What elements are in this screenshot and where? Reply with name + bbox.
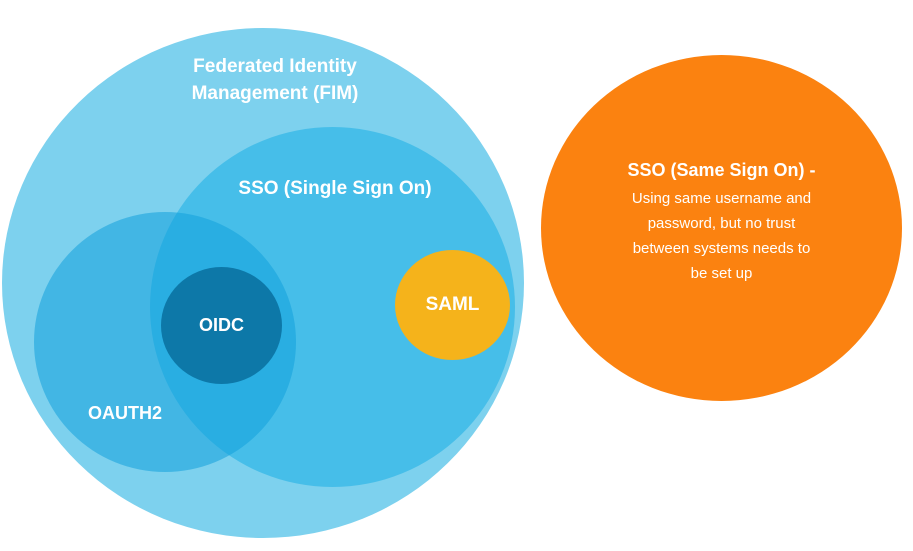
oauth2-label: OAUTH2 bbox=[87, 403, 162, 423]
description-line: be set up bbox=[690, 265, 753, 282]
fim-label: Federated Identity Management (FIM) bbox=[140, 53, 410, 107]
saml-circle bbox=[395, 250, 510, 360]
same-sign-on-title: SSO (Same Sign On) - bbox=[627, 160, 816, 180]
same-sign-on-description: Using same username and password, but no… bbox=[591, 186, 852, 286]
fim-label-line2: Management (FIM) bbox=[191, 83, 359, 104]
sso-label: SSO (Single Sign On) bbox=[238, 178, 432, 199]
oidc-circle bbox=[161, 267, 282, 384]
same-sign-on-circle bbox=[541, 55, 902, 401]
saml-label: SAML bbox=[425, 294, 480, 315]
description-line: Using same username and bbox=[631, 190, 812, 207]
fim-label-line1: Federated Identity bbox=[193, 56, 357, 77]
description-line: between systems needs to bbox=[632, 240, 811, 257]
oidc-label: OIDC bbox=[199, 315, 244, 335]
description-line: password, but no trust bbox=[647, 215, 796, 232]
